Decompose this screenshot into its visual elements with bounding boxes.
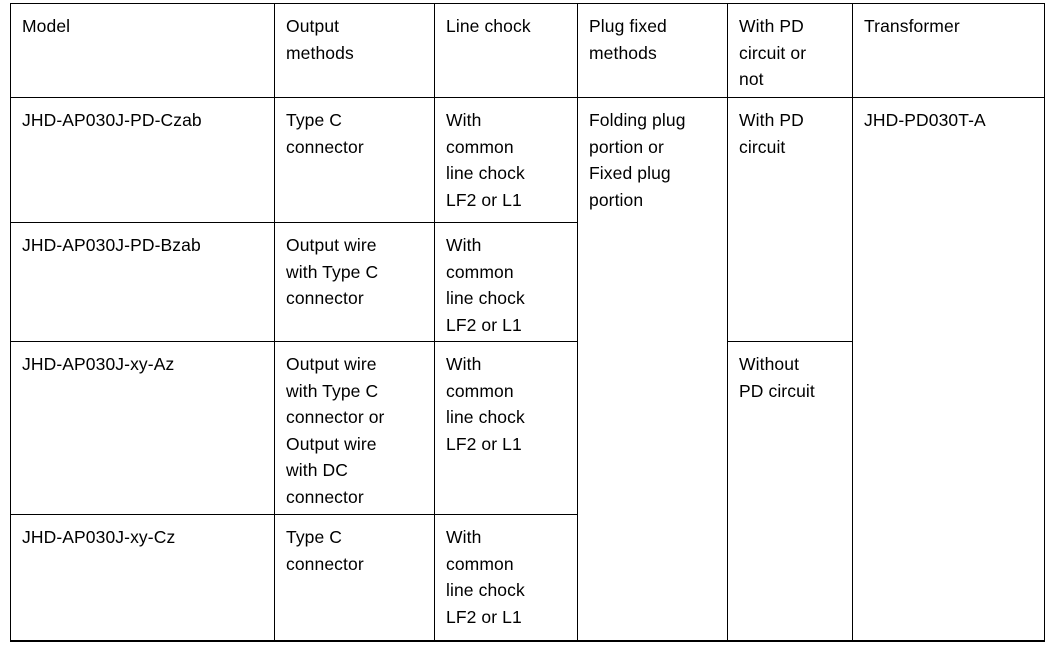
table-row: JHD-AP030J-PD-Bzab Output wire with Type…	[10, 222, 1045, 342]
column-header-pd-circuit: With PD circuit or not	[727, 3, 853, 98]
cell-chock-row3: With common line chock LF2 or L1	[434, 341, 578, 515]
column-header-output-methods: Output methods	[274, 3, 435, 98]
column-header-model: Model	[10, 3, 275, 98]
cell-model-row3: JHD-AP030J-xy-Az	[10, 341, 275, 515]
column-header-plug-fixed-methods: Plug fixed methods	[577, 3, 728, 98]
specification-table-container: Model Output methods Line chock Plug fix…	[10, 3, 1045, 642]
cell-output-row2: Output wire with Type C connector	[274, 222, 435, 342]
cell-model-row1: JHD-AP030J-PD-Czab	[10, 97, 275, 223]
table-row: JHD-AP030J-xy-Az Output wire with Type C…	[10, 341, 1045, 641]
cell-pd-circuit-without-merged: Without PD circuit	[727, 341, 853, 641]
cell-chock-row4: With common line chock LF2 or L1	[434, 514, 578, 641]
table-row: JHD-AP030J-PD-Czab Type C connector With…	[10, 97, 1045, 641]
cell-output-row3: Output wire with Type C connector or Out…	[274, 341, 435, 515]
table-row: JHD-AP030J-xy-Cz Type C connector With c…	[10, 514, 1045, 641]
column-header-line-chock: Line chock	[434, 3, 578, 98]
cell-output-row1: Type C connector	[274, 97, 435, 223]
table-header-row: Model Output methods Line chock Plug fix…	[10, 3, 1045, 98]
cell-plug-fixed-methods-merged: Folding plug portion or Fixed plug porti…	[577, 97, 728, 641]
product-specification-table: Model Output methods Line chock Plug fix…	[10, 3, 1045, 642]
cell-chock-row1: With common line chock LF2 or L1	[434, 97, 578, 223]
cell-transformer-merged: JHD-PD030T-A	[852, 97, 1045, 641]
cell-pd-circuit-with-merged: With PD circuit	[727, 97, 853, 342]
column-header-transformer: Transformer	[852, 3, 1045, 98]
cell-output-row4: Type C connector	[274, 514, 435, 641]
cell-model-row4: JHD-AP030J-xy-Cz	[10, 514, 275, 641]
cell-model-row2: JHD-AP030J-PD-Bzab	[10, 222, 275, 342]
cell-chock-row2: With common line chock LF2 or L1	[434, 222, 578, 342]
